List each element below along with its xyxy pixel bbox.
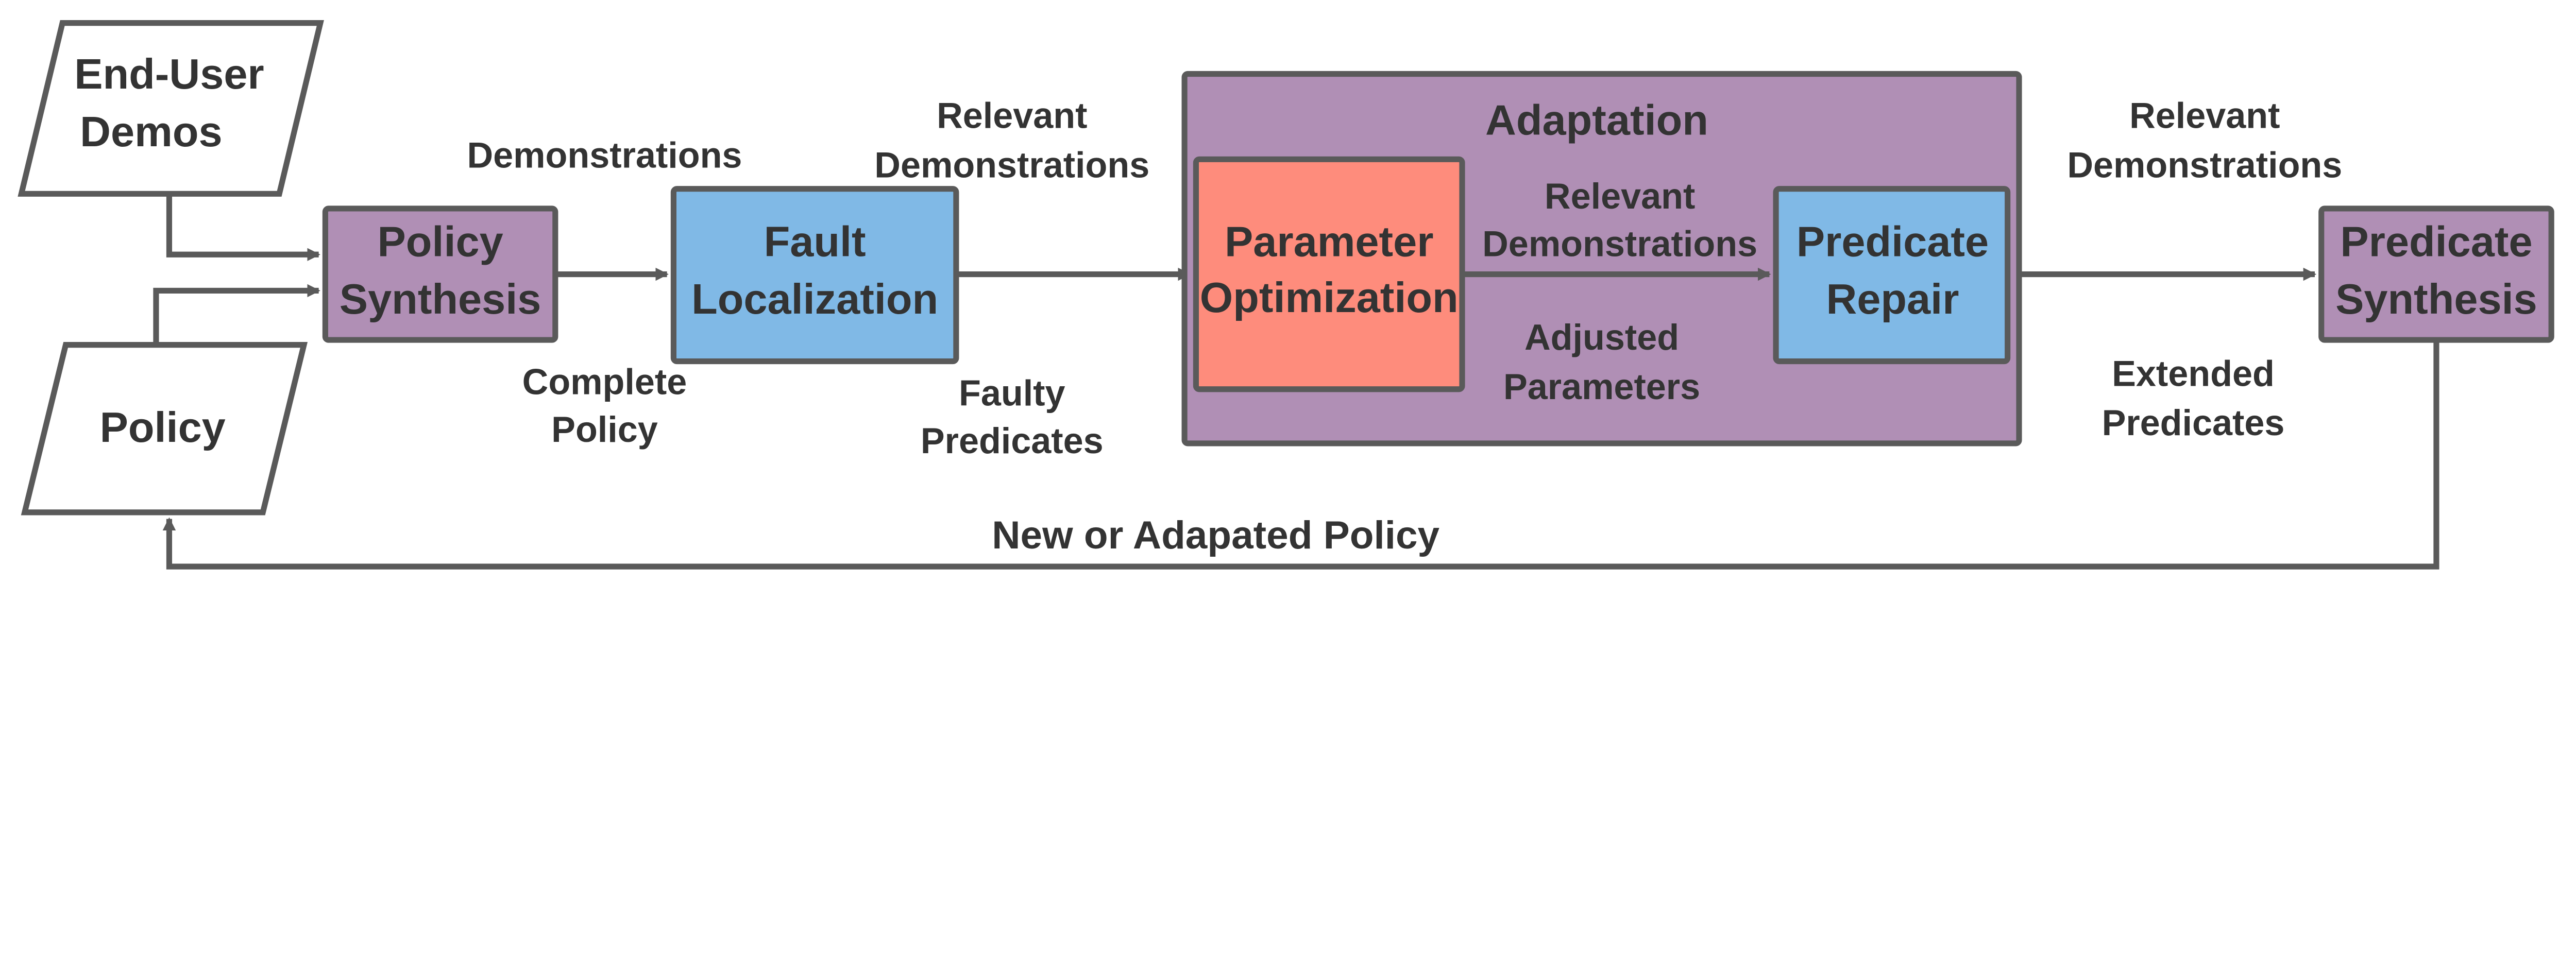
label-complete-policy-2: Policy bbox=[551, 409, 658, 450]
edge-feedback-to-policy bbox=[162, 340, 2439, 570]
label-adjusted-parameters-2: Parameters bbox=[1503, 366, 1700, 407]
policy-synthesis-node: Policy Synthesis bbox=[322, 205, 558, 343]
parameter-optimization-label-2: Optimization bbox=[1200, 273, 1459, 321]
predicate-repair-label-1: Predicate bbox=[1797, 217, 1989, 265]
label-relevant-demos-1a: Relevant bbox=[937, 95, 1087, 136]
predicate-synthesis-label-2: Synthesis bbox=[2335, 275, 2537, 323]
label-relevant-demos-3a: Relevant bbox=[2129, 95, 2280, 136]
label-faulty-predicates-1: Faulty bbox=[959, 373, 1065, 414]
fault-localization-node: Fault Localization bbox=[670, 186, 959, 365]
parameter-optimization-node: Parameter Optimization bbox=[1193, 156, 1465, 392]
label-adjusted-parameters-1: Adjusted bbox=[1524, 317, 1679, 357]
edges bbox=[153, 194, 2439, 570]
policy-label: Policy bbox=[100, 403, 226, 451]
end-user-demos-label-1: End-User bbox=[74, 50, 264, 98]
policy-synthesis-label-1: Policy bbox=[378, 217, 503, 265]
edge-labels: Demonstrations Complete Policy Relevant … bbox=[467, 95, 2343, 557]
edge-policy-to-policy-synthesis bbox=[153, 284, 320, 345]
predicate-repair-label-2: Repair bbox=[1826, 275, 1959, 323]
label-faulty-predicates-2: Predicates bbox=[921, 420, 1104, 461]
fault-localization-label-1: Fault bbox=[764, 217, 866, 265]
policy-synthesis-label-2: Synthesis bbox=[340, 275, 541, 323]
label-relevant-demos-3b: Demonstrations bbox=[2067, 144, 2342, 185]
adaptation-label: Adaptation bbox=[1485, 96, 1708, 144]
label-relevant-demos-2a: Relevant bbox=[1545, 176, 1695, 216]
fault-localization-label-2: Localization bbox=[691, 275, 938, 323]
label-extended-predicates-2: Predicates bbox=[2102, 402, 2285, 443]
label-complete-policy-1: Complete bbox=[522, 361, 687, 402]
predicate-repair-node: Predicate Repair bbox=[1773, 186, 2011, 365]
label-relevant-demos-2b: Demonstrations bbox=[1482, 223, 1757, 264]
end-user-demos-label-2: Demos bbox=[80, 108, 222, 156]
predicate-synthesis-label-1: Predicate bbox=[2340, 217, 2532, 265]
label-extended-predicates-1: Extended bbox=[2112, 353, 2275, 393]
label-feedback: New or Adapated Policy bbox=[992, 513, 1439, 557]
label-relevant-demos-1b: Demonstrations bbox=[874, 144, 1149, 185]
label-demonstrations: Demonstrations bbox=[467, 134, 742, 175]
edge-demos-to-policy-synthesis bbox=[166, 194, 320, 262]
predicate-synthesis-node: Predicate Synthesis bbox=[2318, 205, 2554, 343]
pipeline-diagram: End-User Demos Policy Policy Synthesis F… bbox=[18, 20, 2554, 570]
policy-node: Policy bbox=[21, 342, 308, 516]
parameter-optimization-label-1: Parameter bbox=[1225, 217, 1434, 265]
end-user-demos-node: End-User Demos bbox=[18, 20, 324, 197]
